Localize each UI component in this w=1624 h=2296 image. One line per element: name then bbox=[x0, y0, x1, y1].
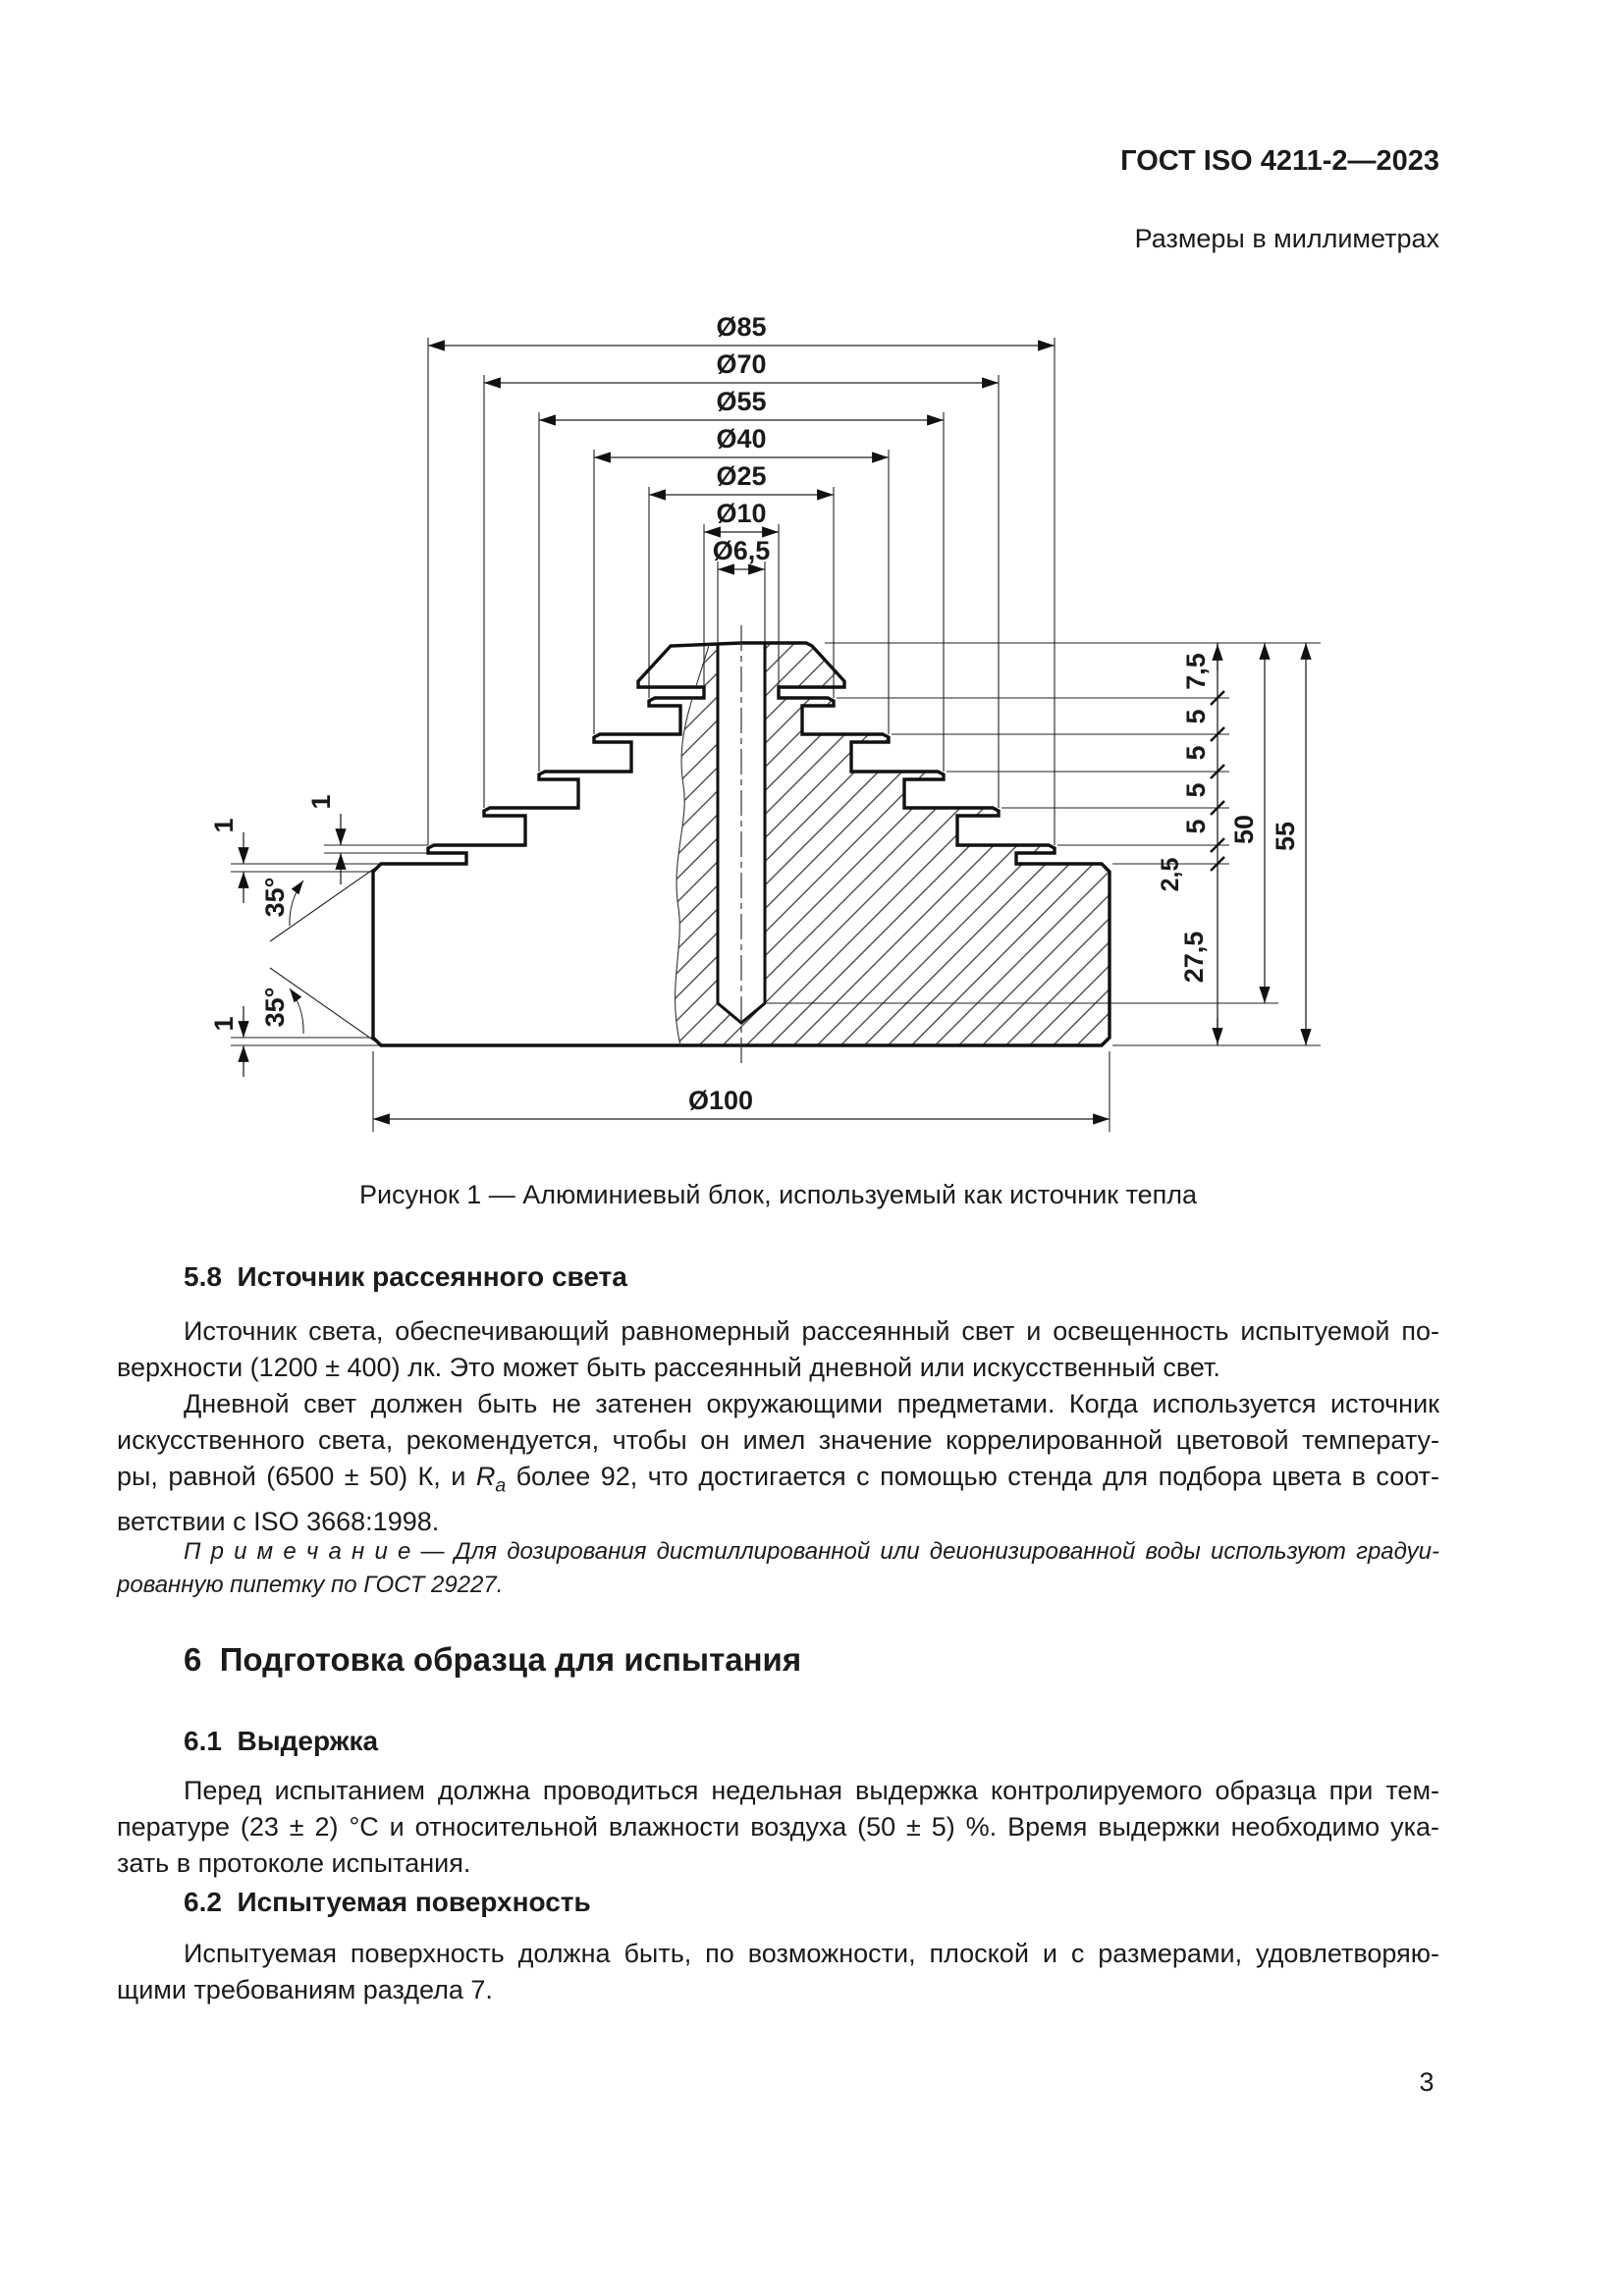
dimension-labels: Ø85 Ø70 Ø55 Ø40 Ø25 Ø10 Ø6,5 Ø100 7,5 5 … bbox=[209, 312, 1300, 1115]
dim-label-d55: Ø55 bbox=[716, 387, 766, 416]
dim-label-5a: 5 bbox=[1181, 709, 1211, 723]
block-outline bbox=[371, 641, 1111, 1047]
heading-5-8: 5.8 Источник рассеянного света bbox=[184, 1261, 627, 1292]
dim-label-5c: 5 bbox=[1181, 782, 1211, 797]
dim-label-d70: Ø70 bbox=[716, 349, 766, 379]
dim-label-2-5: 2,5 bbox=[1157, 858, 1184, 892]
page-number: 3 bbox=[1419, 2067, 1435, 2097]
dim-label-d10: Ø10 bbox=[716, 499, 766, 528]
aluminium-block-section-drawing: Ø85 Ø70 Ø55 Ø40 Ø25 Ø10 Ø6,5 Ø100 7,5 5 … bbox=[209, 312, 1321, 1132]
figure-1-drawing: Ø85 Ø70 Ø55 Ø40 Ø25 Ø10 Ø6,5 Ø100 7,5 5 … bbox=[137, 280, 1424, 1153]
paragraph-5-8-2: Дневной свет должен быть не затенен окру… bbox=[117, 1389, 1439, 1537]
dim-label-d25: Ø25 bbox=[716, 461, 766, 491]
dim-label-50: 50 bbox=[1229, 815, 1259, 844]
heading-6: 6 Подготовка образца для испытания bbox=[184, 1641, 802, 1678]
angle-label-bottom-35: 35° bbox=[260, 988, 290, 1028]
angle-label-top-35: 35° bbox=[260, 878, 290, 918]
dim-label-55: 55 bbox=[1271, 822, 1300, 851]
note-5-8: П р и м е ч а н и е — Для дозирования ди… bbox=[117, 1538, 1439, 1598]
dim-label-d65: Ø6,5 bbox=[713, 536, 771, 565]
paragraph-6-2: Испытуемая поверхность должна быть, по в… bbox=[117, 1939, 1439, 2004]
extension-lines bbox=[231, 338, 1321, 1132]
dim-label-5d: 5 bbox=[1181, 819, 1211, 833]
dim-label-d100: Ø100 bbox=[688, 1086, 753, 1115]
dim-label-disc-thickness-1: 1 bbox=[306, 794, 336, 809]
dim-label-d85: Ø85 bbox=[716, 312, 766, 342]
dim-label-d40: Ø40 bbox=[716, 424, 766, 454]
heading-6-2: 6.2 Испытуемая поверхность bbox=[184, 1887, 591, 1917]
dim-label-bottom-chamfer-1: 1 bbox=[209, 1016, 239, 1031]
paragraph-6-1: Перед испытанием должна проводиться неде… bbox=[117, 1776, 1439, 1878]
dim-label-5b: 5 bbox=[1181, 745, 1211, 760]
dim-label-27-5: 27,5 bbox=[1179, 932, 1209, 984]
dim-label-top-chamfer-1: 1 bbox=[209, 818, 239, 832]
dim-label-7-5: 7,5 bbox=[1181, 653, 1211, 690]
paragraph-5-8-1: Источник света, обеспечивающий равномерн… bbox=[117, 1316, 1439, 1382]
dimension-lines bbox=[238, 340, 1312, 1125]
dimension-units-note: Размеры в миллиметрах bbox=[1134, 224, 1439, 253]
heading-6-1: 6.1 Выдержка bbox=[184, 1726, 379, 1756]
standard-reference: ГОСТ ISO 4211-2—2023 bbox=[1120, 145, 1439, 177]
figure-caption: Рисунок 1 — Алюминиевый блок, используем… bbox=[358, 1180, 1198, 1209]
break-line bbox=[674, 643, 711, 1045]
